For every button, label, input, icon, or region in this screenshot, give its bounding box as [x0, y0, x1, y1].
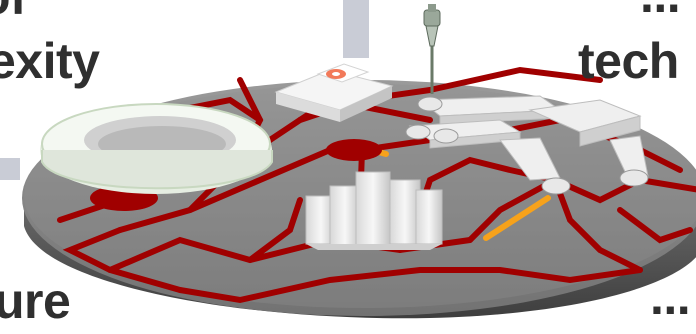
text-fragment-mid-left: exity	[0, 33, 100, 89]
text-fragment-top-right: ...	[640, 0, 681, 20]
factory-icon	[274, 63, 394, 122]
tower-icon	[423, 4, 441, 94]
city-blocks-icon	[305, 171, 443, 250]
hub-node-center	[326, 139, 382, 161]
text-fragment-bottom-right: ...	[650, 269, 691, 325]
background-panel-left	[0, 158, 20, 180]
stadium-icon	[40, 103, 273, 194]
text-fragment-top-left: of	[0, 0, 27, 22]
text-fragment-mid-right: tech	[578, 33, 679, 89]
pipeline-icon	[408, 95, 649, 181]
node-icon	[405, 96, 649, 195]
background-panel-top	[343, 0, 369, 58]
text-fragment-bottom-left: ure	[0, 273, 71, 329]
